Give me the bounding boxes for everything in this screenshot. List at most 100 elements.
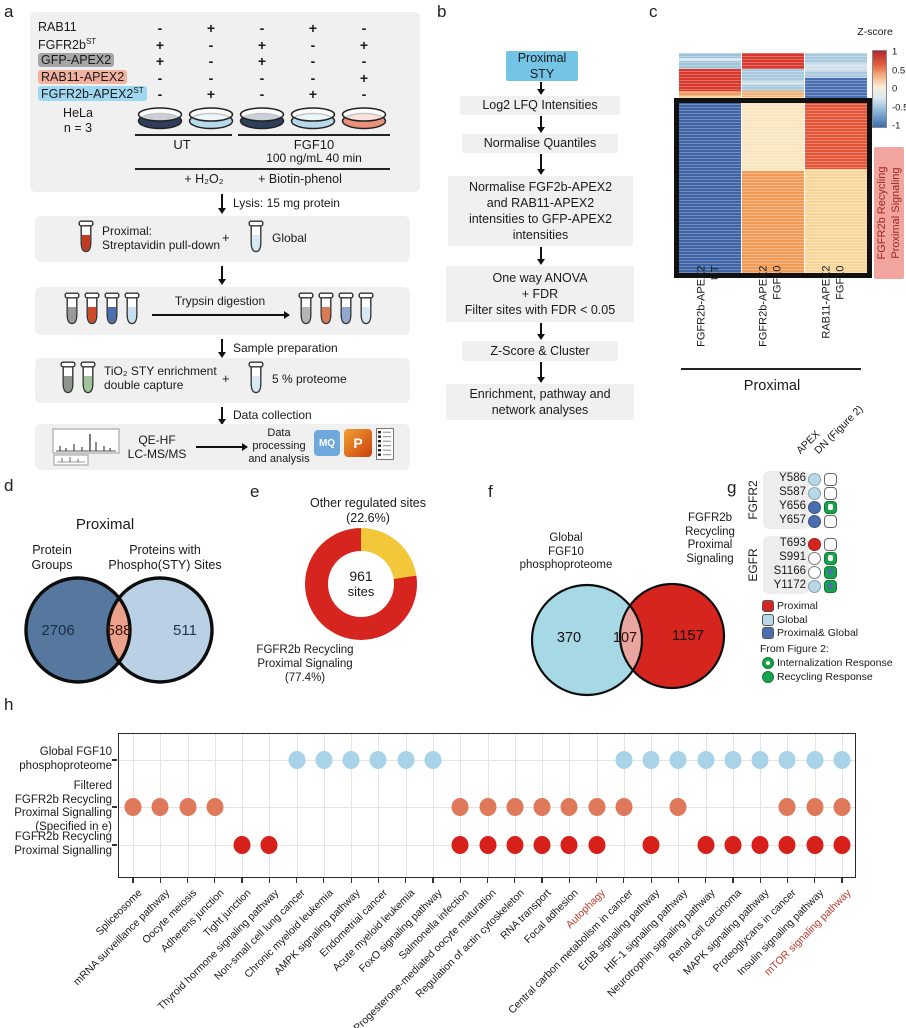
flow-step: Normalise FGF2b-APEX2 and RAB11-APEX2 in… — [448, 176, 633, 246]
dot-global — [806, 751, 824, 769]
petri-dish-icon — [239, 106, 285, 135]
heatmap-segment — [679, 58, 741, 61]
tube-icon — [316, 292, 336, 333]
heatmap-segment — [742, 85, 804, 91]
dn-status-icon — [824, 486, 837, 500]
colorbar — [872, 50, 887, 128]
x-axis-tick — [650, 878, 652, 883]
dot-global — [369, 751, 387, 769]
heatmap-segment — [805, 71, 867, 78]
cell-line-label: HeLa n = 3 — [63, 106, 93, 135]
dn-status-icon — [824, 514, 837, 528]
dot-filtered — [669, 798, 687, 816]
colorbar-tick-label: -0.5 — [892, 102, 906, 113]
darkblue-square-icon — [762, 627, 774, 639]
apex-status-icon — [808, 551, 821, 565]
x-axis-tick — [350, 878, 352, 883]
panel-h-letter: h — [4, 695, 14, 714]
dot-filtered — [506, 798, 524, 816]
dot-global — [642, 751, 660, 769]
condition-value: + — [206, 20, 216, 36]
gridline-vertical — [760, 734, 762, 877]
colorbar-tick-label: 0 — [892, 83, 898, 95]
x-axis-tick — [814, 878, 816, 883]
panel-a-letter: a — [4, 2, 14, 21]
dn-status-icon — [824, 579, 837, 593]
x-axis-tick — [486, 878, 489, 883]
venn-f-right-circle — [620, 584, 724, 688]
qehf-label: QE-HF — [138, 433, 176, 447]
heatmap — [679, 53, 867, 273]
x-axis-tick — [541, 878, 543, 883]
petri-dish-icon — [290, 106, 336, 135]
phosphosite-label: T693 — [779, 537, 806, 549]
venn-d-right-value: 511 — [173, 622, 197, 639]
tube-icon — [58, 361, 78, 402]
heatmap-segment — [742, 91, 804, 97]
apex-status-icon — [808, 500, 821, 514]
red-square-icon — [762, 600, 774, 612]
from-figure2-label: From Figure 2: — [760, 643, 829, 655]
gridline-vertical — [323, 734, 325, 877]
heatmap-segment — [805, 169, 867, 273]
donut-bottom-pct: (77.4%) — [284, 672, 326, 684]
dot-recycling — [697, 836, 715, 854]
tube-icon — [246, 220, 266, 261]
dot-recycling — [724, 836, 742, 854]
dot-recycling — [506, 836, 524, 854]
data-collection-label: Data collection — [233, 408, 312, 422]
heatmap-column-label: RAB11-APEX2 FGF10 — [820, 265, 847, 339]
condition-value: + — [359, 36, 369, 53]
ut-label: UT — [173, 137, 191, 152]
construct-label: RAB11 — [38, 20, 77, 34]
condition-value: + — [308, 86, 318, 102]
tube-icon — [78, 361, 98, 402]
x-axis-tick — [159, 878, 161, 883]
panel-d-letter: d — [4, 476, 14, 495]
x-axis-tick — [268, 878, 270, 883]
colorbar-tick-label: 0.5 — [892, 65, 906, 76]
dot-filtered — [206, 798, 224, 816]
legend-label: Proximal — [777, 600, 818, 612]
dotplot-border — [118, 733, 856, 878]
flow-step: Z-Score & Cluster — [462, 341, 618, 361]
x-axis-tick — [432, 878, 434, 883]
sample-prep-label: Sample preparation — [233, 341, 338, 355]
donut-center-value: 961 — [349, 568, 373, 585]
proximal-axis-line — [681, 368, 861, 370]
heatmap-segment — [742, 81, 804, 85]
condition-value: - — [310, 36, 316, 53]
phosphosite-label: S587 — [779, 486, 806, 498]
donut-hole: 961 sites — [328, 551, 394, 617]
dot-global — [424, 751, 442, 769]
phosphosite-label: S1166 — [773, 565, 806, 577]
venn-d-overlap-value: 588 — [106, 622, 131, 639]
heatmap-segment — [742, 69, 804, 81]
panel-c-letter: c — [649, 2, 658, 21]
heatmap-segment — [742, 171, 804, 273]
site-group-bar — [763, 536, 809, 594]
gridline-vertical — [242, 734, 244, 877]
dot-filtered — [124, 798, 142, 816]
donut-top-pct: (22.6%) — [346, 511, 390, 525]
dot-filtered — [560, 798, 578, 816]
gridline-vertical — [432, 734, 434, 877]
legend-label: Recycling Response — [777, 670, 873, 683]
down-arrow-icon — [217, 266, 226, 285]
zscore-title: Z-score — [857, 26, 893, 38]
heatmap-column-label: FGFR2b-APEX2 FGF10 — [757, 265, 784, 347]
gridline-horizontal — [119, 760, 855, 761]
maxquant-logo-text: MQ — [318, 437, 336, 449]
condition-value: + — [155, 36, 165, 53]
gridline-vertical — [405, 734, 407, 877]
ut-group-line — [135, 134, 232, 136]
phosphosite-label: Y1172 — [773, 579, 806, 591]
tube-icon — [296, 292, 316, 333]
heatmap-segment — [679, 53, 741, 58]
condition-value: - — [361, 86, 367, 102]
right-arrow-icon — [196, 442, 248, 451]
apex-status-icon — [808, 537, 821, 551]
condition-value: - — [259, 69, 265, 86]
internalization-dot-icon — [827, 504, 834, 510]
